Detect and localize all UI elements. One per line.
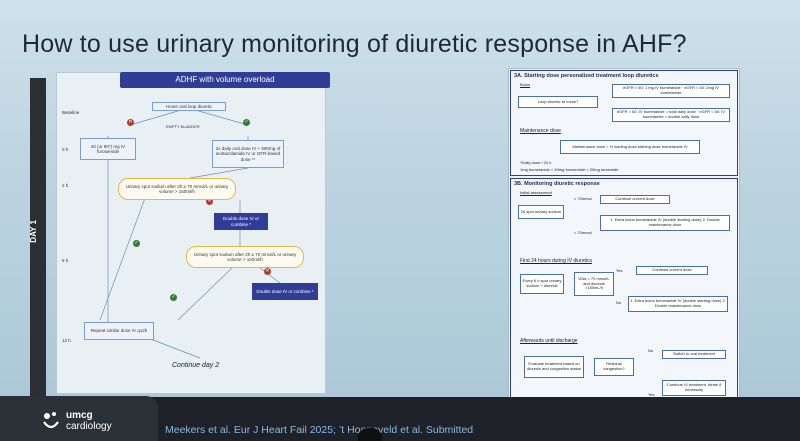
audience-silhouette [358,428,382,441]
kidney-naive-box: eGFR > 60: 1 mg IV bumetanide · eGFR < 6… [612,84,730,98]
yes-marker: ✓ [170,294,177,301]
yes-marker: ✓ [243,119,250,126]
no-label: No [648,348,654,353]
continue-day-label: Continue day 2 [172,362,220,369]
switch-oral-box: Switch to oral treatment [662,350,726,359]
daily-note: *Daily dose / 24 h [520,160,552,165]
no-marker: ✕ [127,119,134,126]
logo-text-cardiology: cardiology [66,421,112,432]
first24-label: First 24 hours during IV diuretics [520,258,592,264]
yes-label: Yes [616,268,623,273]
flowchart-header: ADHF with volume overload [120,72,330,88]
kidney-naive-text: eGFR > 60: 1 mg IV bumetanide · eGFR < 6… [623,85,719,95]
home-diuretic-box: Home oral loop diuretic [152,102,226,111]
continue-iv-box: Continue IV treatment, titrate if necess… [662,380,726,396]
tick-label: 6 h [62,258,69,263]
no-marker: ✕ [264,268,271,275]
tick-label: 12 h [62,338,71,343]
gt70-label: > 70mmol [574,196,592,201]
tick-label: 0 h [62,147,69,152]
extra-bolus-box: 1. Extra bolus bumetanide IV (double sta… [600,215,730,231]
logo-panel [0,396,158,441]
lt70-label: < 70mmol [574,230,592,235]
bolus-label: Bolus [520,82,531,87]
logo-text-umcg: umcg [66,410,93,421]
loop-home-box: Loop diuretic at home? [518,96,598,108]
urinary-check-box: Urinary spot sodium after 2h ≥ 70 mmol/L… [118,178,236,200]
afterwards-label: Afterwards until discharge [520,338,578,344]
yes-label: Yes [648,392,655,397]
slide-title: How to use urinary monitoring of diureti… [22,30,687,58]
double-dose-box: Double dose IV or combine * [214,213,268,230]
no-label: No [616,300,622,305]
kidney-home-text: eGFR > 60: IV bumetanide = total daily d… [616,109,726,119]
section-3b-title: 3B. Monitoring diuretic response [514,181,600,187]
umcg-logo-icon [43,412,59,429]
no-marker: ✕ [206,198,213,205]
initial-assessment-label: Initial assessment [520,190,552,195]
left-flowchart [56,72,326,394]
citation: Meekers et al. Eur J Heart Fail 2025; ’t… [165,424,474,436]
tick-label: 2 h [62,183,69,188]
kidney-home-box: eGFR > 60: IV bumetanide = total daily d… [612,108,730,122]
continue-dose-box: Continue current dose [636,266,708,275]
empty-bladder-label: EMPTY BLADDER [166,124,200,129]
tick-label: Baseline [62,110,80,115]
repeat-dose-box: Repeat similar dose IV q12h [84,322,154,340]
evaluate-box: Evaluate treatment based on diuresis and… [524,356,584,378]
double-dose-box: Double dose IV or combine * [252,283,318,300]
maintenance-label: Maintenance dose [520,128,561,134]
continue-dose-box: Continue current dose [600,195,670,204]
congestion-box: Residual congestion? [594,358,634,376]
day-band [30,78,46,398]
right-dose-box: 2x daily oral dose IV + 500mg of acetazo… [212,140,284,168]
una-check-box: UNa > 70 mmol/L and diuresis >150mL/h [574,272,614,296]
spot-sodium-box: 2h spot urinary sodium [518,205,564,219]
maintenance-box: Maintenance dose = ½ loading dose starti… [560,140,700,154]
yes-marker: ✓ [133,240,140,247]
equivalence-note: 1mg bumetanide = 40mg furosemide = 20mg … [520,167,619,172]
section-3a-title: 3A. Starting dose personalized treatment… [514,73,659,79]
left-dose-box: 40 (or 80*) mg IV furosemide [80,138,136,160]
extra-bolus-box: 1. Extra bolus bumetanide IV (double sta… [628,296,728,312]
urinary-check-box: Urinary spot sodium after 2h ≥ 70 mmol/L… [186,246,304,268]
every6h-box: Every 6 h spot urinary sodium + diuresis [520,274,564,294]
